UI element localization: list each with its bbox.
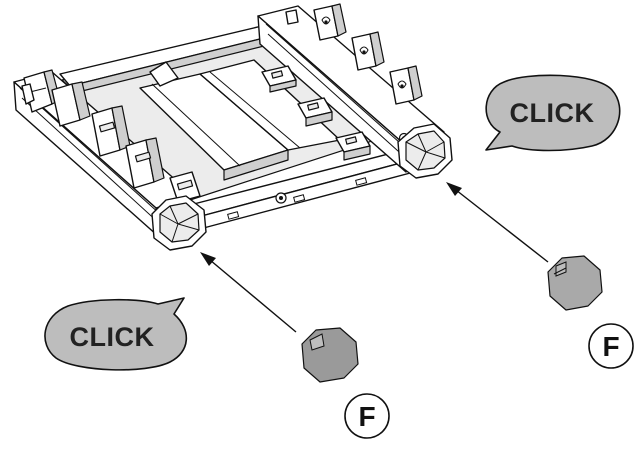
rail-slot <box>355 177 368 186</box>
tray-seat-3 <box>335 131 371 161</box>
left-bracket-5 <box>169 171 201 203</box>
end-cap-right <box>547 255 603 311</box>
click-bubble-left: CLICK <box>44 297 188 371</box>
part-label-left: F <box>344 393 390 439</box>
right-beam-post <box>285 9 299 25</box>
right-bracket-2 <box>351 31 385 71</box>
part-letter-right: F <box>602 331 619 362</box>
partition-left-side <box>223 149 289 181</box>
right-beam-face <box>257 15 407 173</box>
part-label-right: F <box>588 323 634 369</box>
bubble-shape-left <box>44 297 188 371</box>
end-cap-left <box>301 327 359 383</box>
rail-slot <box>293 194 306 203</box>
rail-bolt-center <box>279 196 283 200</box>
tray-seat-2 <box>297 97 333 127</box>
insert-arrow-left <box>200 252 297 333</box>
bubble-text-right: CLICK <box>510 98 595 128</box>
left-front-socket <box>151 195 207 251</box>
click-bubble-right: CLICK <box>485 74 621 152</box>
part-letter-left: F <box>358 401 375 432</box>
right-bracket-3 <box>389 65 423 105</box>
right-front-socket <box>397 123 453 179</box>
rail-slot <box>227 211 240 220</box>
insert-arrow-right <box>446 182 549 263</box>
left-bracket-3 <box>91 105 131 157</box>
base-frame <box>13 3 453 251</box>
bubble-shape-right <box>485 74 621 152</box>
left-bracket-2 <box>51 81 91 127</box>
left-bracket-4 <box>125 137 165 189</box>
right-bracket-1 <box>313 3 347 41</box>
left-end-hook <box>21 83 35 105</box>
left-beam <box>13 69 201 237</box>
right-beam <box>257 3 445 173</box>
bubble-text-left: CLICK <box>70 322 155 352</box>
tray-seat-1 <box>261 65 297 93</box>
